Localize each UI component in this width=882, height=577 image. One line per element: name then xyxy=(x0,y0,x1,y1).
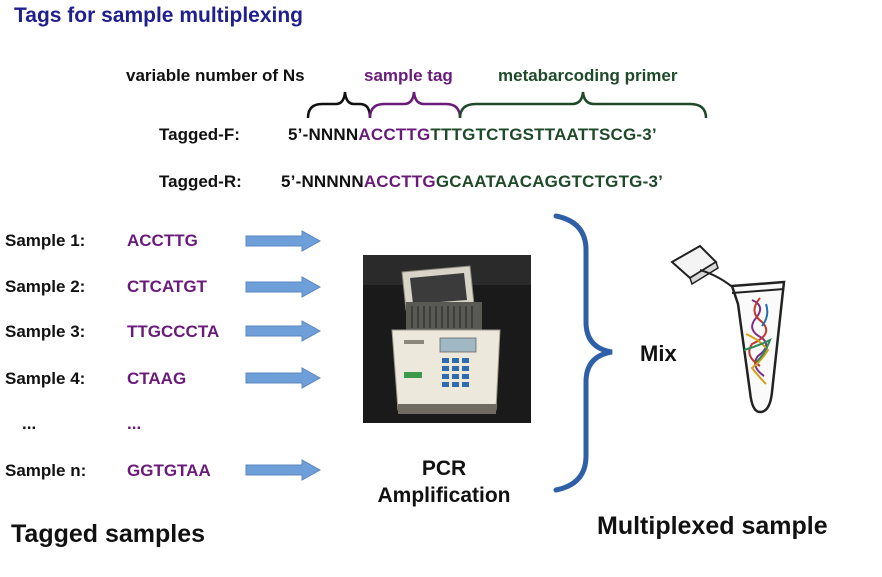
tagged-f-tag: ACCTTG xyxy=(358,125,431,144)
sample-label: Sample 4: xyxy=(5,369,86,388)
sample-arrow xyxy=(245,459,322,481)
tagged-samples-label: Tagged samples xyxy=(11,520,206,548)
sample-tag: TTGCCCTA xyxy=(127,322,220,341)
tagged-r-sequence: 5’-NNNNNACCTTGGCAATAACAGGTCTGTG-3’ xyxy=(281,172,663,192)
sample-arrow xyxy=(245,320,322,342)
tagged-r-tag: ACCTTG xyxy=(363,172,436,191)
tube-image xyxy=(670,244,786,414)
sample-tag-label: sample tag xyxy=(364,66,453,85)
mix-brace xyxy=(553,213,613,493)
page-title: Tags for sample multiplexing xyxy=(14,4,303,27)
pcr-label-line-1: PCR xyxy=(421,457,467,480)
sample-label: Sample n: xyxy=(5,461,87,480)
tagged-f-ns: 5’-NNNN xyxy=(288,125,359,144)
tagged-f-primer: TTTGTCTGSTTAATTSCG-3’ xyxy=(430,125,657,144)
sample-label: ... xyxy=(22,414,37,433)
pcr-label: PCR Amplification xyxy=(352,455,536,509)
tagged-r-ns: 5’-NNNNN xyxy=(281,172,364,191)
sample-label: Sample 3: xyxy=(5,322,86,341)
primer-brace xyxy=(458,91,708,119)
tagged-f-label: Tagged-F: xyxy=(159,125,240,144)
sample-tag: ... xyxy=(127,414,142,433)
sample-tag: CTCATGT xyxy=(127,277,207,296)
sample-arrow xyxy=(245,276,322,298)
pcr-machine-image xyxy=(363,255,531,423)
sample-label: Sample 1: xyxy=(5,231,86,250)
sample-tag: CTAAG xyxy=(127,369,187,388)
sample-tag: GGTGTAA xyxy=(127,461,211,480)
ns-brace xyxy=(306,91,372,119)
pcr-label-line-2: Amplification xyxy=(377,484,511,507)
sample-label: Sample 2: xyxy=(5,277,86,296)
tag-brace xyxy=(368,91,462,119)
multiplexed-sample-label: Multiplexed sample xyxy=(597,512,828,540)
mix-label: Mix xyxy=(640,341,677,366)
tagged-r-primer: GCAATAACAGGTCTGTG-3’ xyxy=(435,172,664,191)
primer-label: metabarcoding primer xyxy=(498,66,678,85)
tagged-f-sequence: 5’-NNNNACCTTGTTTGTCTGSTTAATTSCG-3’ xyxy=(288,125,657,145)
sample-arrow xyxy=(245,230,322,252)
sample-tag: ACCTTG xyxy=(127,231,198,250)
tagged-r-label: Tagged-R: xyxy=(159,172,242,191)
sample-arrow xyxy=(245,367,322,389)
ns-label: variable number of Ns xyxy=(126,66,305,85)
